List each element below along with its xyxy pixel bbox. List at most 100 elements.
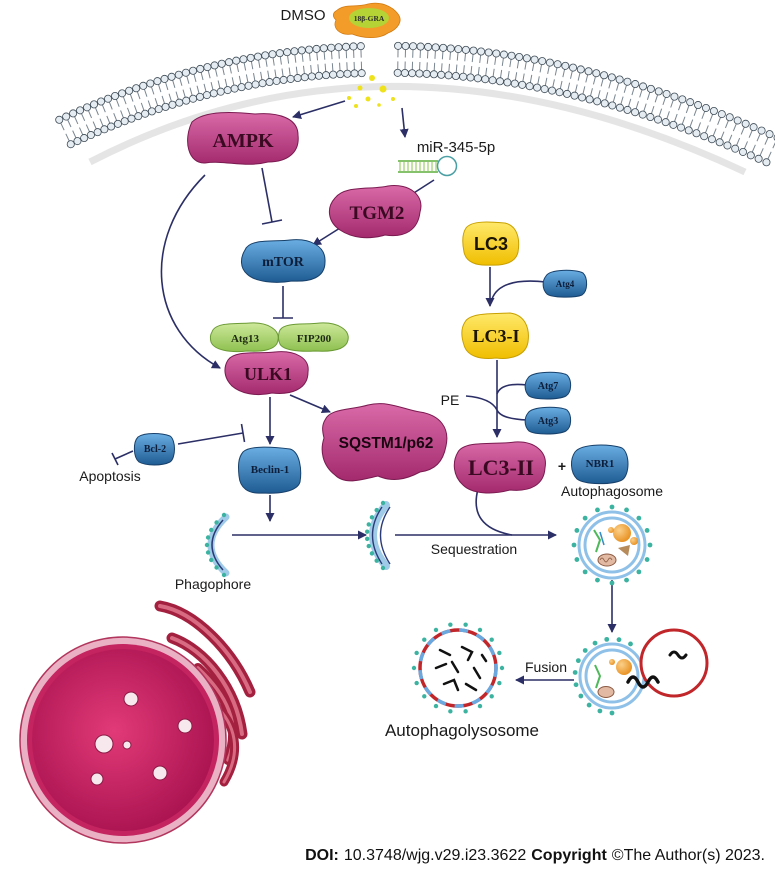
lipid-tail-outer: [570, 70, 573, 79]
lipid-tail-inner: [120, 110, 124, 119]
lipid-tail-outer: [685, 105, 690, 114]
lipid-head-outer: [631, 80, 640, 89]
lipid-tail-outer: [129, 93, 134, 102]
debris-fragment: [450, 660, 460, 674]
lipid-tail-inner: [140, 102, 145, 111]
lipid-head-inner: [307, 72, 316, 81]
lipid-tail-inner: [650, 105, 655, 114]
lipid-tail-outer: [115, 99, 120, 107]
lipid-head-outer: [522, 54, 531, 63]
lipid-head-outer: [592, 69, 601, 78]
lipid-head-inner: [237, 83, 246, 92]
elongating-membrane: [364, 500, 391, 571]
membrane-protein-dot: [364, 529, 370, 534]
lipid-tail-outer: [464, 53, 467, 62]
lipid-tail-inner: [85, 124, 90, 133]
membrane-protein-dot: [448, 709, 453, 714]
nbr1-protein: NBR1: [571, 444, 629, 485]
phagophore-label: Phagophore: [175, 576, 252, 592]
lipid-head-outer: [600, 71, 609, 80]
cargo-filament: [594, 664, 602, 689]
lipid-tail-outer: [748, 130, 753, 138]
lc3-label: LC3: [474, 234, 508, 254]
membrane-protein-dot: [433, 703, 439, 709]
lipid-head-outer: [765, 130, 774, 139]
lipid-head-inner: [408, 69, 417, 78]
lipid-head-inner: [154, 105, 163, 114]
lipid-head-inner: [147, 107, 156, 116]
nuclear-pore: [152, 765, 168, 781]
mirna-loop: [436, 155, 458, 177]
nbr1-shape: [571, 444, 629, 485]
lipid-tail-inner: [440, 63, 443, 72]
lipid-tail-inner: [168, 93, 172, 102]
lipid-head-inner: [100, 125, 109, 134]
lysosome: [639, 628, 709, 698]
lipid-tail-outer: [501, 57, 504, 67]
lipid-tail-inner: [736, 137, 741, 146]
atg13-protein: Atg13: [209, 322, 279, 353]
lipid-head-inner: [195, 92, 204, 101]
lipid-head-inner: [314, 71, 323, 80]
lipid-head-outer: [160, 74, 169, 83]
mtor-label: mTOR: [262, 255, 305, 270]
lipid-tail-outer: [108, 101, 113, 110]
lipid-tail-outer: [486, 55, 489, 64]
sqstm1-protein: SQSTM1/p62: [321, 403, 448, 482]
lipid-head-outer: [701, 103, 710, 112]
autophagolysosome: [411, 622, 505, 714]
lipid-head-outer: [709, 107, 718, 116]
lipid-head-outer: [492, 49, 501, 58]
lipid-head-outer: [561, 61, 570, 70]
lipid-tail-outer: [701, 111, 706, 119]
lipid-tail-inner: [559, 80, 563, 89]
drug-dot: [347, 96, 351, 100]
lipid-tail-inner: [689, 119, 694, 128]
lipid-head-outer: [104, 94, 113, 103]
lipid-head-inner: [608, 101, 617, 110]
membrane-protein-dot: [572, 670, 578, 675]
atg3-action: [496, 409, 528, 421]
lipid-head-inner: [738, 147, 747, 156]
lipid-head-outer: [623, 77, 632, 86]
cargo-protein-small: [609, 659, 615, 665]
lipid-head-outer: [670, 92, 679, 101]
lipid-head-inner: [570, 91, 579, 100]
membrane-protein-dot: [647, 542, 653, 548]
membrane-protein-dot: [636, 515, 642, 521]
lipid-tail-outer: [74, 116, 79, 125]
lipid-tail-outer: [608, 80, 612, 89]
bcl2-shape: [133, 433, 175, 466]
membrane-protein-dot: [497, 680, 502, 686]
lipid-tail-inner: [529, 74, 533, 83]
nuclear-pore: [94, 734, 114, 754]
fusion-event: [572, 628, 709, 716]
lipid-tail-inner: [470, 65, 473, 75]
lipid-tail-inner: [628, 98, 632, 107]
lipid-head-outer: [749, 123, 758, 132]
drug-dot: [379, 85, 387, 93]
arrow-ulk1-to-sqstm1: [289, 394, 331, 414]
lipid-head-inner: [223, 86, 232, 95]
lysosome-squiggle: [668, 650, 688, 660]
lipid-head-inner: [746, 151, 755, 160]
lipid-tail-inner: [302, 65, 305, 74]
mirna-base-pairs: [399, 162, 437, 171]
lipid-tail-inner: [697, 122, 701, 131]
lipid-head-outer: [111, 91, 120, 100]
lipid-head-inner: [86, 131, 95, 140]
lipid-head-outer: [167, 72, 176, 81]
membrane-protein-dot: [463, 709, 468, 714]
lipid-head-outer: [538, 57, 547, 66]
lipid-head-outer: [239, 55, 248, 64]
lipid-head-inner: [265, 78, 274, 87]
lipid-head-inner: [415, 69, 424, 78]
lipid-tail-outer: [662, 97, 666, 106]
beclin1-shape: [238, 446, 302, 494]
lipid-head-inner: [216, 87, 225, 96]
lipid-tail-outer: [554, 67, 558, 76]
lipid-tail-inner: [620, 96, 624, 105]
membrane-protein-dot: [369, 515, 375, 520]
membrane-protein-dot: [422, 637, 427, 642]
lipid-head-outer: [189, 66, 198, 75]
